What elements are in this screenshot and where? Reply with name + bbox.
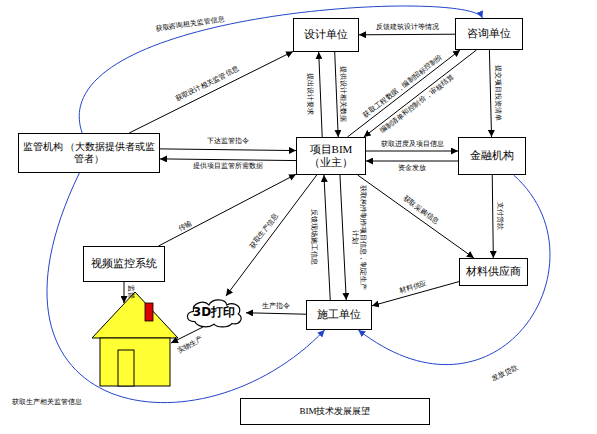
- edge-label: 获取设计相关监管信息: [174, 65, 240, 103]
- connector: [358, 175, 550, 365]
- connector: [359, 34, 455, 36]
- node-text: 咨询单位: [465, 27, 513, 40]
- node-text: 3D打印: [191, 305, 237, 319]
- edge-label: 生产指令: [262, 302, 290, 310]
- edge-label: 传输: [177, 219, 193, 233]
- connector: [47, 173, 325, 403]
- node-text: 视频监控系统: [89, 257, 159, 270]
- node-text: 金融机构: [468, 149, 516, 162]
- cloud-path: [187, 300, 241, 327]
- process-box: 监管机构 （大数据提供者或监管者）: [18, 133, 160, 173]
- edge-label: 获取生产相关监管信息: [12, 398, 82, 406]
- leader-label: 监督: [127, 285, 135, 299]
- node-text: 项目BIM （业主）: [297, 143, 365, 169]
- connector: [324, 175, 330, 300]
- edge-label: 获取采购信息: [402, 195, 441, 226]
- node-text: 监管机构 （大数据提供者或监管者）: [19, 141, 159, 165]
- connector: [159, 174, 297, 246]
- cloud-shape: 3D打印: [182, 296, 246, 328]
- edge-label: 反馈建筑设计等情况: [376, 23, 439, 31]
- process-box: 项目BIM （业主）: [296, 137, 366, 175]
- connector: [366, 161, 458, 162]
- connector: [246, 313, 306, 314]
- edge-label: 支付货款: [496, 202, 504, 230]
- connector: [79, 6, 482, 133]
- connector: [492, 175, 493, 258]
- connector: [160, 149, 296, 151]
- edge-label: 获取生产信息: [248, 212, 280, 250]
- edge-label: 提供项目监管所需数据: [193, 162, 263, 170]
- edge-label: 获取咨询相关监管信息: [155, 15, 225, 33]
- edge-label: 提出设计要求: [306, 73, 314, 115]
- house-door: [118, 350, 134, 386]
- connector: [340, 175, 346, 300]
- process-box: 金融机构: [458, 137, 526, 175]
- process-box: 设计单位: [293, 18, 359, 52]
- process-box: 视频监控系统: [83, 246, 165, 282]
- connector: [364, 50, 477, 137]
- edge-label: 资金发放: [398, 164, 426, 172]
- process-box: BIM技术发展展望: [240, 398, 430, 425]
- edge-label: 反馈现场施工信息: [310, 209, 318, 265]
- connector: [129, 51, 293, 133]
- node-text: BIM技术发展展望: [297, 406, 372, 417]
- connector: [358, 175, 474, 258]
- edge-label: 获取进度及项目信息: [381, 140, 444, 148]
- process-box: 材料供应商: [459, 258, 528, 286]
- edge-label: 提供设计相关数据: [339, 66, 347, 122]
- connector: [489, 50, 491, 137]
- edge-label: 编制清单和控制价，审核结算: [379, 73, 456, 135]
- leader-label: 实物生产: [176, 335, 205, 355]
- process-box: 施工单位: [306, 300, 372, 330]
- leader-arrow: [124, 282, 125, 303]
- edge-label: 材料供应: [398, 279, 427, 294]
- connector: [366, 151, 458, 152]
- connector: [160, 159, 296, 161]
- node-text: 设计单位: [302, 28, 350, 41]
- connector: [347, 50, 460, 137]
- connector: [335, 52, 339, 137]
- node-text: 材料供应商: [464, 265, 523, 278]
- node-text: 施工单位: [315, 308, 363, 321]
- edge-label: 发放贷款: [491, 363, 520, 382]
- edge-label: 下达监管指令: [207, 137, 249, 145]
- connector: [319, 52, 323, 137]
- edge-label: 提交项目投资清单: [494, 65, 502, 121]
- house-chimney: [145, 303, 153, 321]
- edge-label: 获取构件制作项目信息，制定生产计划: [351, 183, 367, 291]
- process-box: 咨询单位: [455, 18, 523, 50]
- house-body: [100, 338, 170, 386]
- connector: [226, 175, 317, 296]
